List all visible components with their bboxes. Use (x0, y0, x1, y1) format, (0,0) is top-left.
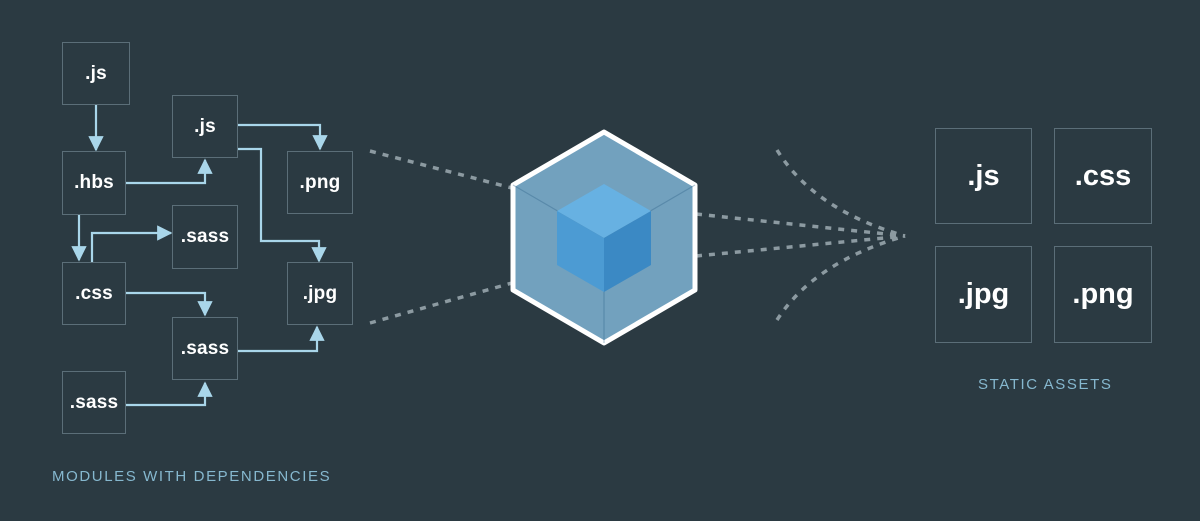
asset-label: .js (967, 159, 1000, 192)
module-label: .js (194, 115, 216, 137)
output-flow-bottom-line (695, 234, 906, 258)
output-fan-top-line (775, 149, 906, 238)
module-sass-a: .sass (172, 205, 238, 269)
module-png: .png (287, 151, 353, 214)
module-label: .hbs (74, 172, 114, 193)
asset-label: .css (1074, 159, 1132, 192)
module-js-mid: .js (172, 95, 238, 158)
module-label: .js (85, 62, 107, 84)
assets-caption: STATIC ASSETS (978, 376, 1113, 393)
modules-caption: MODULES WITH DEPENDENCIES (52, 468, 332, 485)
module-label: .jpg (302, 282, 338, 304)
cube-inner-right (604, 211, 651, 292)
cube-inner-left (557, 211, 604, 292)
input-flow-top-line (369, 149, 513, 190)
arrow-css-to-sass (90, 225, 173, 262)
arrow-js-to-jpg (238, 147, 327, 263)
module-hbs: .hbs (62, 151, 126, 215)
asset-jpg: .jpg (935, 246, 1032, 343)
arrow-css-to-sass-mid (126, 291, 213, 317)
asset-label: .jpg (957, 278, 1010, 310)
asset-js: .js (935, 128, 1032, 224)
module-label: .sass (180, 337, 230, 359)
arrow-js-to-png (238, 123, 328, 151)
arrow-hbs-to-js (126, 158, 213, 185)
input-flow-bottom-line (369, 281, 513, 325)
module-sass-b: .sass (172, 317, 238, 380)
module-label: .png (299, 171, 341, 193)
module-js-top: .js (62, 42, 130, 105)
asset-label: .png (1072, 278, 1134, 310)
output-fan-bottom-line (775, 234, 906, 321)
asset-css: .css (1054, 128, 1152, 224)
arrow-sass-bottom-to-sass-mid (126, 381, 213, 407)
module-jpg: .jpg (287, 262, 353, 325)
output-flow-top-line (695, 212, 906, 238)
module-label: .sass (180, 226, 230, 247)
module-css: .css (62, 262, 126, 325)
module-label: .sass (69, 391, 119, 413)
module-sass-c: .sass (62, 371, 126, 434)
arrow-sass-to-jpg (238, 325, 325, 353)
asset-png: .png (1054, 246, 1152, 343)
module-label: .css (75, 282, 113, 304)
